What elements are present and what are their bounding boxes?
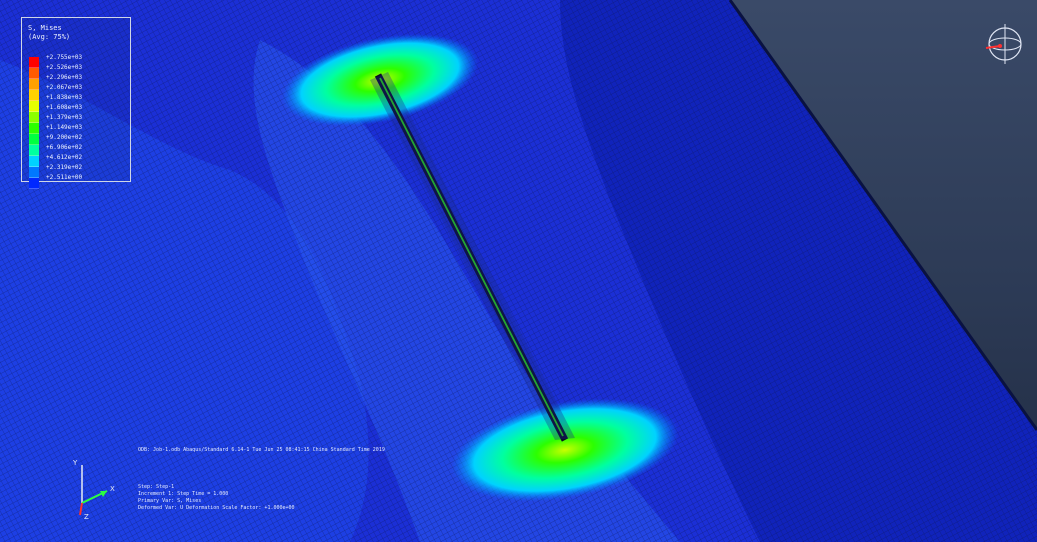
legend-value: +1.379e+03 bbox=[46, 114, 83, 121]
legend-value: +4.612e+02 bbox=[46, 154, 83, 161]
info-line: Deformed Var: U Deformation Scale Factor… bbox=[138, 505, 295, 511]
legend-swatch bbox=[29, 57, 39, 68]
legend-value: +2.511e+00 bbox=[46, 174, 83, 181]
legend-swatch bbox=[29, 79, 39, 90]
legend-averaging: (Avg: 75%) bbox=[28, 33, 71, 41]
legend-value: +1.838e+03 bbox=[46, 94, 83, 101]
info-line: Primary Var: S, Mises bbox=[138, 498, 202, 504]
view-orientation-icon[interactable] bbox=[980, 18, 1030, 72]
legend-swatch bbox=[29, 90, 39, 101]
legend-swatch bbox=[29, 112, 39, 123]
legend-value: +1.149e+03 bbox=[46, 124, 83, 131]
legend-values: +2.755e+03 +2.526e+03 +2.296e+03 +2.067e+03… bbox=[46, 53, 82, 183]
legend-swatch bbox=[29, 167, 39, 178]
info-line: Step: Step-1 bbox=[138, 484, 175, 490]
triad-z-label: Z bbox=[84, 513, 89, 521]
legend-swatch bbox=[29, 134, 39, 145]
contour-legend: S, Mises (Avg: 75%) +2.755e+03 +2.526e+03… bbox=[21, 17, 131, 189]
triad-x-label: X bbox=[110, 485, 115, 493]
legend-swatch bbox=[29, 101, 39, 112]
legend-value: +2.755e+03 bbox=[46, 54, 83, 61]
step-info: Step: Step-1 Increment 1: Step Time = 1.… bbox=[138, 484, 295, 512]
legend-value: +1.608e+03 bbox=[46, 104, 83, 111]
legend-swatch bbox=[29, 156, 39, 167]
lower-crack-tip-stress bbox=[451, 398, 679, 502]
legend-value: +2.296e+03 bbox=[46, 74, 83, 81]
odb-info-line: ODB: Job-1.odb Abaqus/Standard 6.14-1 Tu… bbox=[138, 447, 385, 453]
legend-value: +2.526e+03 bbox=[46, 64, 83, 71]
legend-color-bar bbox=[29, 57, 39, 189]
legend-variable: S, Mises bbox=[28, 24, 62, 32]
info-line: Increment 1: Step Time = 1.000 bbox=[138, 491, 229, 497]
legend-value: +9.200e+02 bbox=[46, 134, 83, 141]
legend-swatch bbox=[29, 68, 39, 79]
axis-triad-icon: Y X Z bbox=[72, 459, 115, 521]
legend-value: +6.906e+02 bbox=[46, 144, 83, 151]
legend-value: +2.319e+02 bbox=[46, 164, 83, 171]
legend-swatch bbox=[29, 123, 39, 134]
triad-y-label: Y bbox=[72, 459, 78, 467]
legend-value: +2.067e+03 bbox=[46, 84, 83, 91]
legend-swatch bbox=[29, 178, 39, 189]
legend-swatch bbox=[29, 145, 39, 156]
